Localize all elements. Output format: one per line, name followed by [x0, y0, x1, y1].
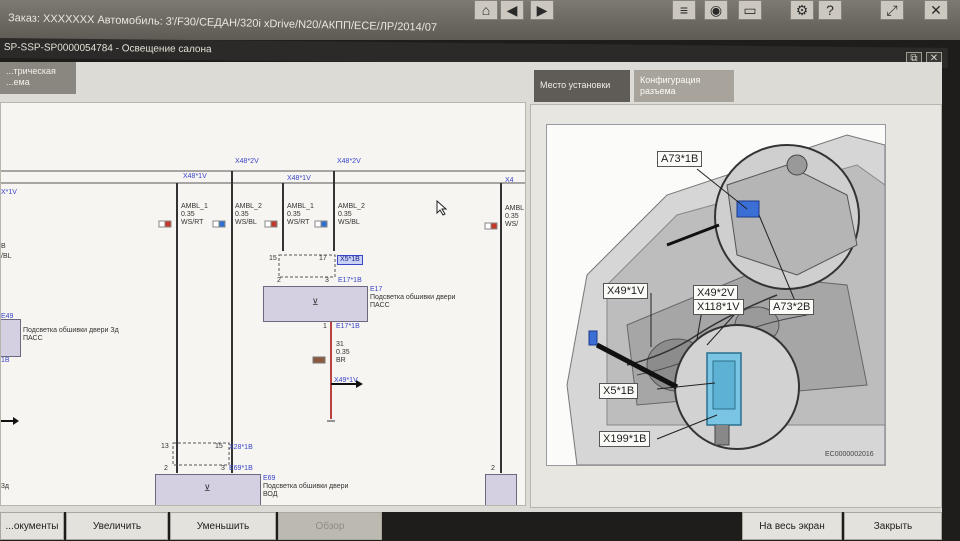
vehicle-info: Заказ: XXXXXXX Автомобиль: 3'/F30/СЕДАН/… [7, 12, 438, 34]
lamp-icon: ⊻ [204, 483, 211, 493]
pin-number: 2 [277, 277, 281, 284]
module-partial[interactable] [485, 474, 517, 505]
overview-button[interactable]: Обзор [278, 512, 382, 540]
bus-label[interactable]: X48*1V [287, 175, 311, 182]
pin-number: 13 [161, 443, 169, 450]
connector-x28-1b[interactable]: X28*1B [229, 444, 253, 451]
image-id: EC0000002016 [825, 451, 874, 458]
module-id[interactable]: E69 [263, 475, 276, 482]
connector-e17-1b[interactable]: E17*1B [336, 323, 360, 330]
back-icon[interactable]: ◀ [500, 0, 524, 20]
settings-icon[interactable]: ⚙ [790, 0, 814, 20]
forward-icon[interactable]: ▶ [530, 0, 554, 20]
callout-a73-2b[interactable]: A73*2B [769, 299, 815, 315]
pin-number: 1 [323, 323, 327, 330]
window-title: SP-SSP-SP0000054784 - Освещение салона [3, 42, 212, 56]
module-desc: ПАСС [370, 302, 390, 309]
close-button[interactable]: Закрыть [844, 512, 942, 540]
lamp-icon: ⊻ [312, 297, 319, 307]
bus-label[interactable]: X4 [505, 177, 514, 184]
camera-icon[interactable]: ◉ [704, 0, 728, 20]
mouse-cursor-icon [436, 200, 448, 216]
partial-label[interactable]: 1B [1, 357, 10, 364]
documents-button[interactable]: ...окументы [0, 512, 64, 540]
installation-photo[interactable]: A73*1B X49*1V X49*2V X118*1V A73*2B X5*1… [546, 124, 886, 466]
tab-location-label: Место установки [540, 80, 611, 90]
module-desc: Подсветка обшивки двери Зд [23, 327, 119, 334]
pin-number: 17 [319, 255, 327, 262]
fullscreen-icon[interactable]: ⤢ [880, 0, 904, 20]
pin-number: 3 [221, 465, 225, 472]
fullscreen-button[interactable]: На весь экран [742, 512, 842, 540]
zoom-in-button[interactable]: Увеличить [66, 512, 168, 540]
home-icon[interactable]: ⌂ [474, 0, 498, 20]
pin-number: 2 [491, 465, 495, 472]
window-icon[interactable]: ▭ [738, 0, 762, 20]
pin-number: 3 [325, 277, 329, 284]
wiring-lines [1, 170, 525, 473]
tab-wiring-label: ...трическая ...ема [6, 66, 56, 87]
callout-x199-1b[interactable]: X199*1B [599, 431, 651, 447]
tab-connector-label: Конфигурация разъема [640, 75, 701, 96]
bus-label[interactable]: X48*1V [183, 173, 207, 180]
help-icon[interactable]: ? [818, 0, 842, 20]
list-icon[interactable]: ≡ [672, 0, 696, 20]
close-icon[interactable]: ✕ [924, 0, 948, 20]
module-e17[interactable]: ⊻ [263, 286, 368, 322]
module-desc: ПАСС [23, 335, 43, 342]
top-toolbar: Заказ: XXXXXXX Автомобиль: 3'/F30/СЕДАН/… [0, 0, 960, 40]
partial-label: /BL [1, 253, 12, 260]
module-desc: Подсветка обшивки двери [263, 483, 349, 490]
callout-a73-1b[interactable]: A73*1B [657, 151, 703, 167]
callout-x5-1b[interactable]: X5*1B [599, 383, 639, 399]
connector-e17-1b[interactable]: E17*1B [338, 277, 362, 284]
pin-number: 15 [215, 443, 223, 450]
pin-number: 2 [164, 465, 168, 472]
module-desc: Подсветка обшивки двери [370, 294, 456, 301]
bus-label[interactable]: X48*2V [235, 158, 259, 165]
pin-number: 15 [269, 255, 277, 262]
module-id[interactable]: E17 [370, 286, 383, 293]
module-e49[interactable] [1, 319, 21, 357]
module-e69[interactable]: ⊻ [155, 474, 261, 505]
partial-label: 3д [1, 483, 9, 490]
callout-x118-1v[interactable]: X118*1V [693, 299, 744, 315]
partial-label[interactable]: X*1V [1, 189, 17, 196]
bus-label[interactable]: X48*2V [337, 158, 361, 165]
ground-target[interactable]: X49*1V [334, 377, 358, 384]
tab-connector-config[interactable]: Конфигурация разъема [634, 70, 734, 102]
connector-x5-1b[interactable]: X5*1B [337, 255, 363, 265]
tab-installation-location[interactable]: Место установки [534, 70, 630, 102]
wiring-diagram[interactable]: X48*2V X48*2V X48*1V X48*1V X4 X*1V B /B… [0, 102, 526, 506]
callout-x49-1v[interactable]: X49*1V [603, 283, 649, 299]
connector-e69-1b[interactable]: E69*1B [229, 465, 253, 472]
partial-label: B [1, 243, 6, 250]
tab-wiring-diagram[interactable]: ...трическая ...ема [0, 62, 76, 94]
module-desc: ВОД [263, 491, 278, 498]
module-id[interactable]: E49 [1, 313, 14, 320]
zoom-out-button[interactable]: Уменьшить [170, 512, 276, 540]
